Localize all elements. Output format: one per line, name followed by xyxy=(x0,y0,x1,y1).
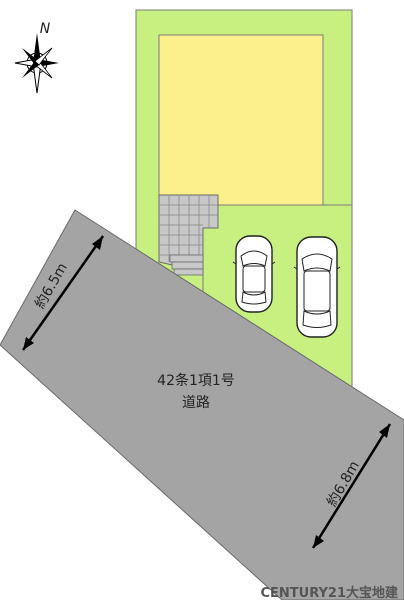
entrance-stairs xyxy=(158,194,219,276)
compass-north-label: N xyxy=(40,21,51,37)
dimension-arrow-left xyxy=(21,235,105,351)
brand-watermark: CENTURY21大宝地建 xyxy=(260,585,398,600)
dimension-arrow-right xyxy=(311,423,392,549)
building-footprint xyxy=(158,34,324,206)
compass-icon xyxy=(14,33,59,94)
road-area xyxy=(0,209,404,600)
road-label-line1: 42条1項1号 xyxy=(157,372,235,389)
car-2 xyxy=(293,236,341,338)
road-label-line2: 道路 xyxy=(182,395,210,411)
car-1 xyxy=(232,235,276,313)
